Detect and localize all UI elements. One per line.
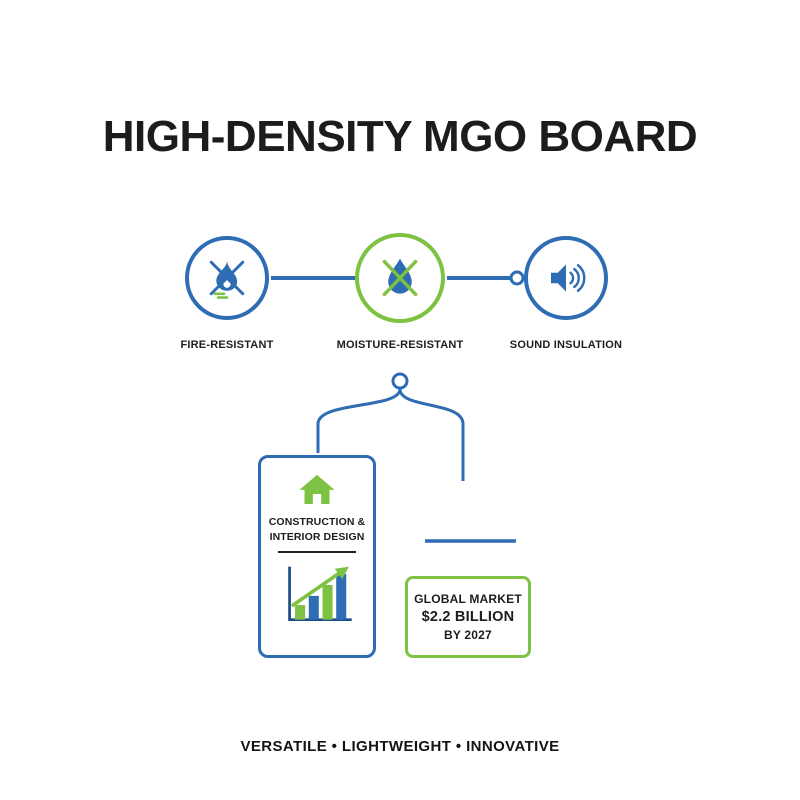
application-title: CONSTRUCTION & INTERIOR DESIGN bbox=[269, 515, 365, 544]
construction-application-card: CONSTRUCTION & INTERIOR DESIGN bbox=[258, 455, 376, 658]
sound-insulation-badge bbox=[524, 236, 608, 320]
speaker-sound-waves-icon bbox=[551, 264, 586, 292]
market-value: $2.2 BILLION bbox=[421, 609, 515, 625]
water-drop-crossed-icon bbox=[382, 258, 418, 297]
card-divider bbox=[278, 551, 356, 553]
application-title-line1: CONSTRUCTION & bbox=[268, 516, 366, 528]
global-market-card: GLOBAL MARKET $2.2 BILLION BY 2027 bbox=[405, 576, 531, 658]
house-icon bbox=[299, 474, 335, 504]
tagline: VERSATILE • LIGHTWEIGHT • INNOVATIVE bbox=[240, 738, 560, 755]
page-title: HIGH-DENSITY MGO BOARD bbox=[102, 112, 698, 161]
market-year: BY 2027 bbox=[444, 628, 492, 642]
fire-resistant-label: FIRE-RESISTANT bbox=[180, 339, 274, 351]
rising-bar-chart-icon bbox=[288, 566, 352, 621]
sound-insulation-label: SOUND INSULATION bbox=[509, 339, 623, 351]
application-title-line2: INTERIOR DESIGN bbox=[269, 530, 365, 543]
market-label: GLOBAL MARKET bbox=[414, 592, 522, 606]
fire-resistant-badge bbox=[185, 236, 269, 320]
moisture-resistant-label: MOISTURE-RESISTANT bbox=[336, 339, 464, 351]
fire-crossed-icon bbox=[209, 258, 245, 299]
moisture-resistant-badge bbox=[355, 233, 445, 323]
